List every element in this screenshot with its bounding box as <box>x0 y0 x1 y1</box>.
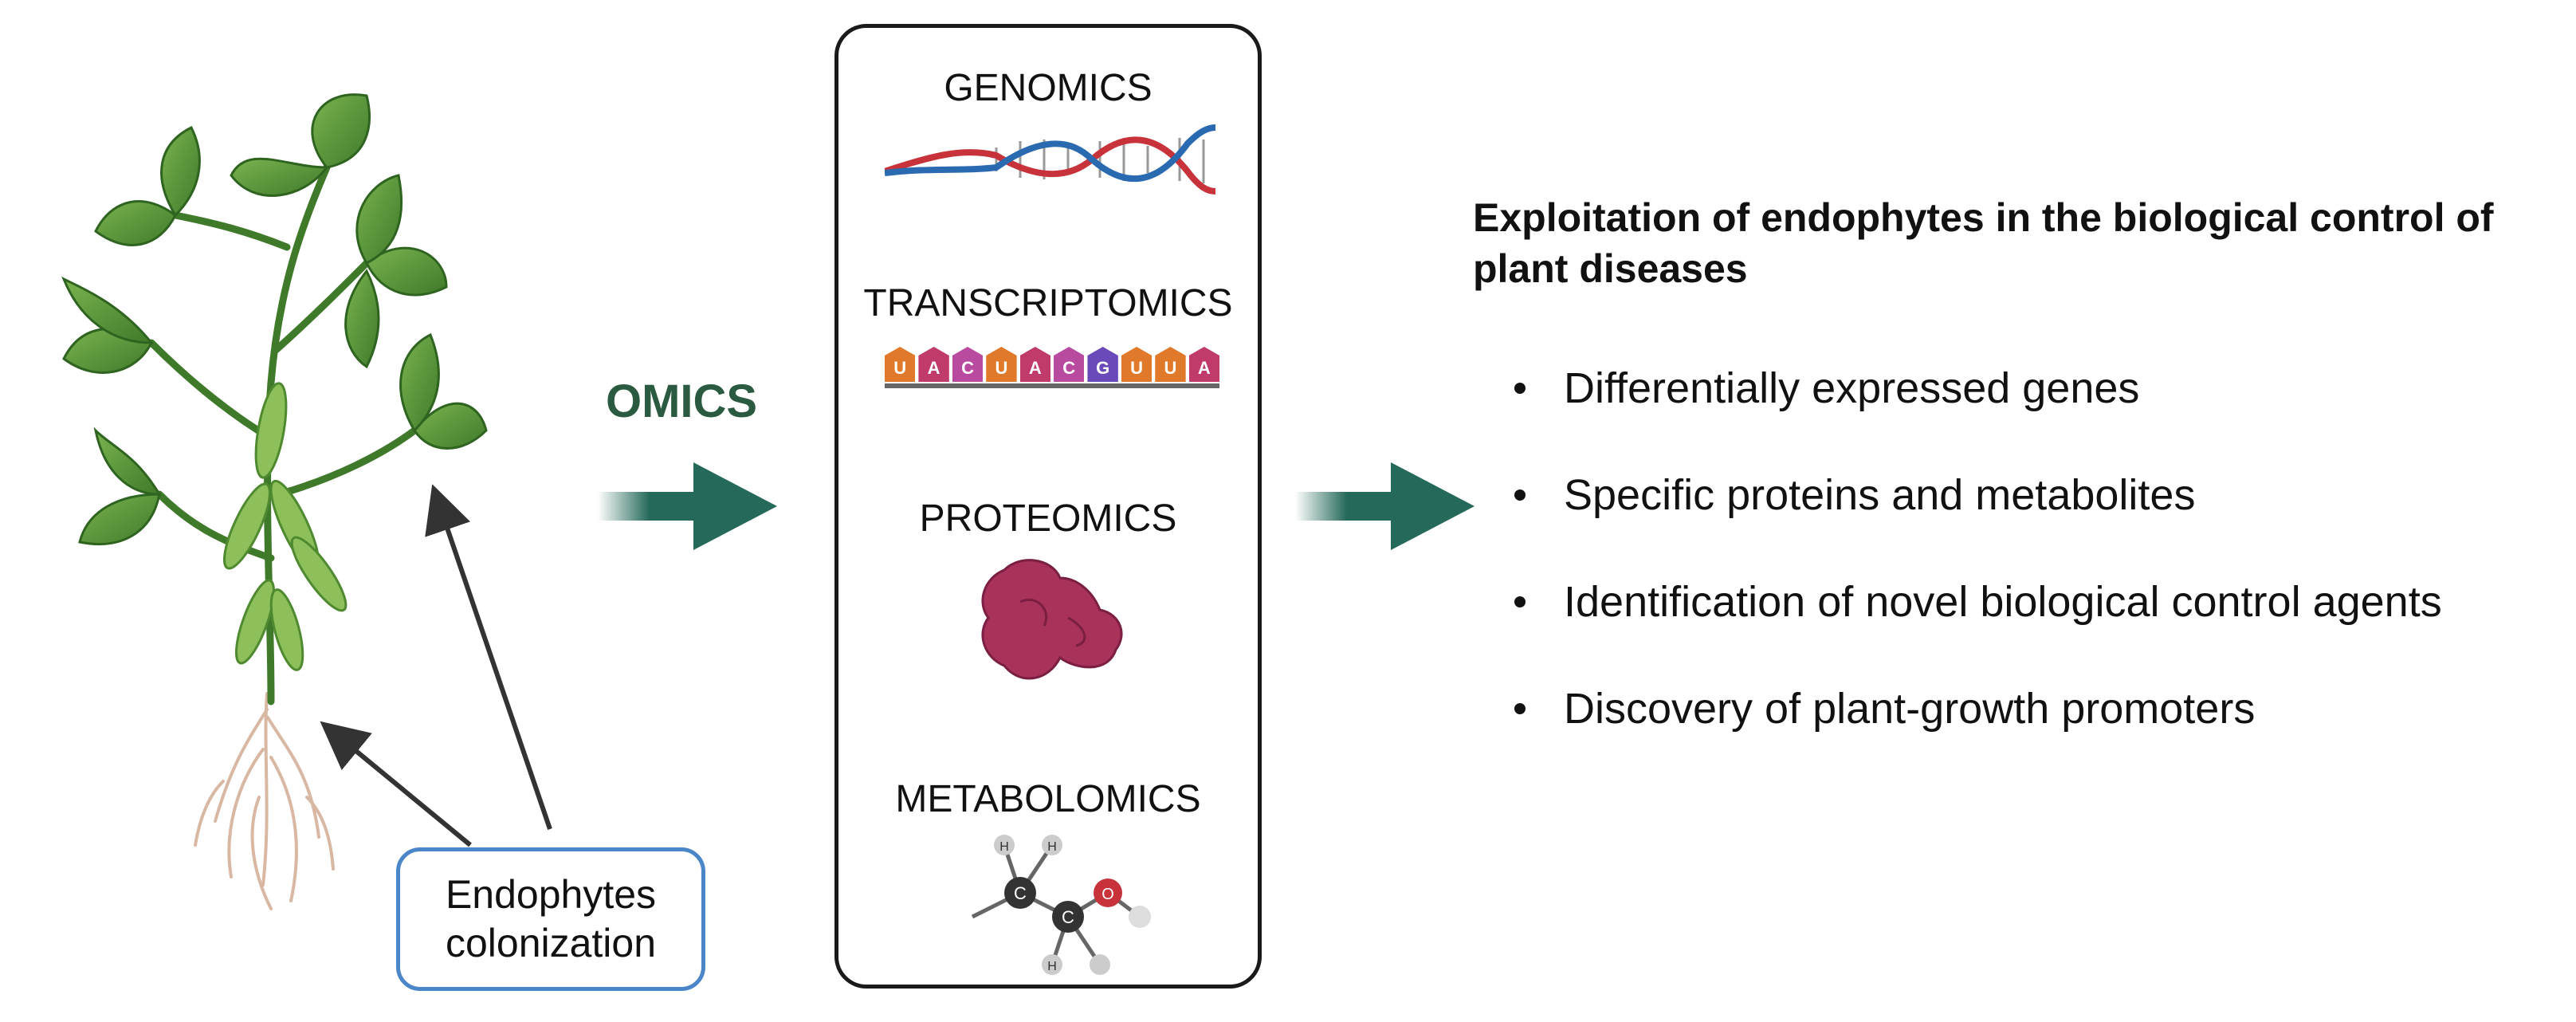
bullet-icon <box>1514 703 1526 714</box>
rna-letter-tile: A <box>918 347 949 382</box>
carbon-atom-2: C <box>1062 907 1074 927</box>
outcome-item-2: Specific proteins and metabolites <box>1564 471 2196 519</box>
transcriptomics-title: TRANSCRIPTOMICS <box>863 282 1233 324</box>
omics-label: OMICS <box>606 375 758 427</box>
rna-letter-tile: U <box>1155 347 1186 382</box>
rna-letter-tile: C <box>1054 347 1085 382</box>
bullet-icon <box>1514 489 1526 501</box>
plant-illustration <box>61 93 488 910</box>
omics-arrow-icon <box>598 462 777 550</box>
endophytes-label: Endophytes <box>445 872 657 917</box>
rna-letter-tile: U <box>1121 347 1153 382</box>
rna-letter-tile: A <box>1019 347 1051 382</box>
outcome-item-4: Discovery of plant-growth promoters <box>1564 685 2256 733</box>
hydrogen-atom-1: H <box>999 840 1009 854</box>
list-item: Identification of novel biological contr… <box>1514 548 2442 655</box>
bullet-icon <box>1514 596 1526 607</box>
metabolomics-title: METABOLOMICS <box>895 778 1201 820</box>
dna-helix-icon <box>885 124 1216 195</box>
protein-icon <box>981 559 1123 680</box>
plant-pods <box>223 382 348 671</box>
molecule-icon: C C O H H H <box>971 835 1151 975</box>
oxygen-atom: O <box>1101 886 1114 903</box>
rna-letter-tile: C <box>952 347 984 382</box>
rna-letter-tile: G <box>1087 347 1118 382</box>
outcome-item-1: Differentially expressed genes <box>1564 364 2140 412</box>
proteomics-title: PROTEOMICS <box>919 497 1177 540</box>
plant-leaves <box>61 93 488 545</box>
rna-letter-tile: A <box>1188 347 1220 382</box>
bullet-icon <box>1514 383 1526 394</box>
colonization-arrows <box>320 484 552 847</box>
arrow-to-stem <box>425 484 552 830</box>
rna-letter-tile: U <box>885 347 916 382</box>
plant-roots <box>194 692 335 910</box>
carbon-atom-1: C <box>1014 883 1027 903</box>
list-item: Specific proteins and metabolites <box>1514 442 2442 548</box>
hydrogen-atom-2: H <box>1047 840 1057 854</box>
endophytes-colonization-box: Endophytes colonization <box>396 847 705 991</box>
outcome-list: Differentially expressed genes Specific … <box>1514 335 2442 762</box>
omics-panel: GENOMICS TRANSCRIPTOMICS PROTEOMICS META… <box>834 24 1262 989</box>
results-arrow-icon <box>1295 462 1475 550</box>
outcome-title: Exploitation of endophytes in the biolog… <box>1473 195 2494 291</box>
rna-letter-tile: U <box>986 347 1017 382</box>
list-item: Differentially expressed genes <box>1514 335 2442 442</box>
genomics-title: GENOMICS <box>944 67 1153 109</box>
colonization-label: colonization <box>445 921 657 965</box>
outcome-item-3: Identification of novel biological contr… <box>1564 578 2442 626</box>
list-item: Discovery of plant-growth promoters <box>1514 655 2442 762</box>
arrow-to-roots <box>320 721 472 847</box>
hydrogen-atom-3: H <box>1047 960 1057 973</box>
